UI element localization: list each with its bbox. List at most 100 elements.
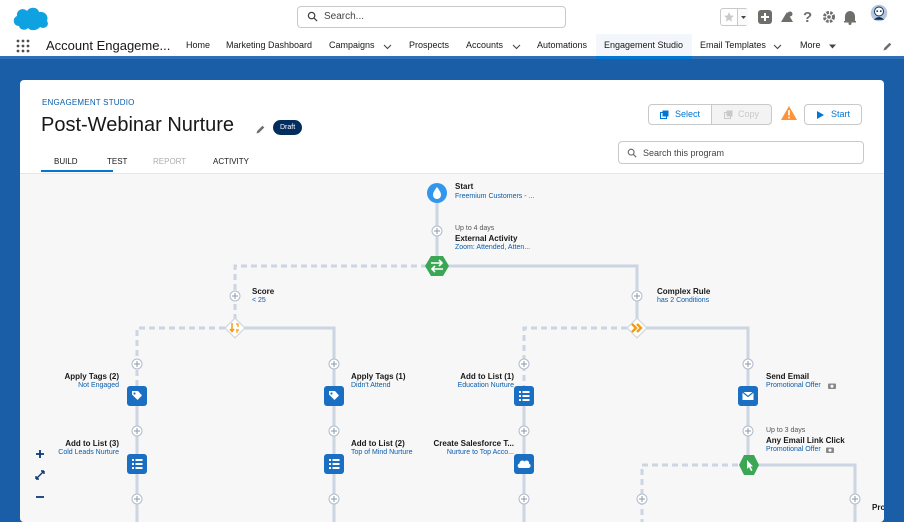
nav-item-email-templates[interactable]: Email Templates [700,40,766,50]
select-icon [660,110,669,119]
score-rule-icon[interactable] [223,316,247,340]
start-button[interactable]: Start [804,104,862,125]
start-node-list[interactable]: Freemium Customers - ... [455,193,535,200]
search-icon [627,148,637,158]
avatar[interactable] [867,4,891,22]
nav-item-automations[interactable]: Automations [537,40,588,50]
create-salesforce-task-detail[interactable]: Nurture to Top Acco... [446,449,514,456]
trailhead-icon[interactable] [779,8,795,26]
edit-title-icon[interactable] [255,124,266,135]
add-icon[interactable] [757,8,773,26]
zoom-out-icon[interactable] [35,492,45,502]
favorites-button[interactable] [720,8,748,26]
link-click-detail[interactable]: Promotional Offer [766,446,821,453]
search-placeholder: Search... [324,11,365,22]
search-icon [307,11,318,22]
help-icon[interactable]: ? [801,8,815,26]
email-icon[interactable] [738,386,758,406]
list-icon[interactable] [514,386,534,406]
add-to-list-2-detail[interactable]: Top of Mind Nurture [351,449,413,456]
select-button[interactable]: Select [648,104,712,125]
tab-report[interactable]: REPORT [153,157,187,166]
add-to-list-1-detail[interactable]: Education Nurture [457,382,514,389]
tab-build[interactable]: BUILD [54,157,78,166]
chevron-down-icon[interactable] [773,42,782,51]
list-icon[interactable] [127,454,147,474]
page-title: Post-Webinar Nurture [41,114,235,136]
copy-label: Copy [738,109,760,119]
external-activity-title: External Activity [455,234,518,243]
camera-icon[interactable] [826,446,834,453]
program-panel: ENGAGEMENT STUDIO Post-Webinar Nurture D… [20,80,884,522]
nav-item-accounts[interactable]: Accounts [466,40,504,50]
salesforce-cloud-icon[interactable] [514,454,534,474]
score-rule-title: Score [252,287,275,296]
edit-nav-icon[interactable] [882,41,893,52]
tab-test[interactable]: TEST [107,157,128,166]
status-badge: Draft [273,120,303,135]
program-search-input[interactable]: Search this program [618,141,864,164]
flow-canvas[interactable]: Start Freemium Customers - ... Up to 4 d… [20,173,884,522]
send-email-detail[interactable]: Promotional Offer [766,382,821,389]
external-activity-trigger-icon[interactable] [425,254,449,278]
svg-text:?: ? [803,9,812,26]
complex-rule-icon[interactable] [625,316,649,340]
apply-tags-1-detail[interactable]: Didn't Attend [351,382,391,389]
nav-item-marketing-dashboard[interactable]: Marketing Dashboard [226,40,313,50]
add-to-list-3-title: Add to List (3) [65,439,119,448]
complex-rule-title: Complex Rule [657,287,711,296]
link-click-wait: Up to 3 days [766,427,806,434]
bell-icon[interactable] [842,8,858,26]
copy-icon [724,110,733,119]
select-label: Select [675,109,701,119]
list-icon[interactable] [324,454,344,474]
copy-button[interactable]: Copy [711,104,772,125]
caret-down-icon[interactable] [828,42,837,51]
nav-item-more[interactable]: More [800,40,821,50]
program-search-placeholder: Search this program [643,148,725,158]
fit-to-screen-icon[interactable] [35,470,45,480]
app-nav-bar: Account Engageme... Home Marketing Dashb… [0,34,904,59]
clipped-node-title: Pro [872,503,884,512]
start-node-icon[interactable] [427,183,447,203]
page-eyebrow: ENGAGEMENT STUDIO [42,98,135,107]
chevron-down-icon[interactable] [737,9,748,25]
apply-tags-2-title: Apply Tags (2) [64,372,119,381]
tag-icon[interactable] [324,386,344,406]
global-search[interactable]: Search... [297,6,566,28]
tab-activity[interactable]: ACTIVITY [213,157,250,166]
salesforce-logo[interactable] [11,4,51,32]
link-click-trigger-icon[interactable] [738,454,760,476]
nav-item-engagement-studio[interactable]: Engagement Studio [604,40,684,50]
warning-icon[interactable] [780,105,798,121]
add-to-list-1-title: Add to List (1) [460,372,514,381]
send-email-title: Send Email [766,372,810,381]
nav-item-campaigns[interactable]: Campaigns [329,40,375,50]
camera-icon[interactable] [828,382,836,389]
apply-tags-2-detail[interactable]: Not Engaged [78,382,119,389]
program-tabs: BUILD TEST REPORT ACTIVITY [20,152,884,172]
nav-active-indicator [596,34,692,59]
chevron-down-icon[interactable] [512,42,521,51]
nav-item-prospects[interactable]: Prospects [409,40,450,50]
zoom-in-icon[interactable] [35,449,45,459]
star-icon [724,12,734,22]
link-click-title: Any Email Link Click [766,436,845,445]
complex-rule-detail[interactable]: has 2 Conditions [657,297,710,304]
chevron-down-icon[interactable] [383,42,392,51]
active-tab-underline [41,170,113,172]
score-rule-detail[interactable]: < 25 [252,297,266,304]
app-name: Account Engageme... [46,38,171,53]
app-launcher-icon[interactable] [16,39,30,53]
global-header: Search... ? [0,0,904,34]
zoom-controls [31,449,49,509]
gear-icon[interactable] [821,8,837,26]
add-to-list-3-detail[interactable]: Cold Leads Nurture [58,449,119,456]
tag-icon[interactable] [127,386,147,406]
external-activity-detail[interactable]: Zoom: Attended, Atten... [455,244,531,251]
add-to-list-2-title: Add to List (2) [351,439,405,448]
external-activity-wait: Up to 4 days [455,225,495,232]
create-salesforce-task-title: Create Salesforce T... [433,439,514,448]
nav-item-home[interactable]: Home [186,40,211,50]
start-node-title: Start [455,182,474,191]
